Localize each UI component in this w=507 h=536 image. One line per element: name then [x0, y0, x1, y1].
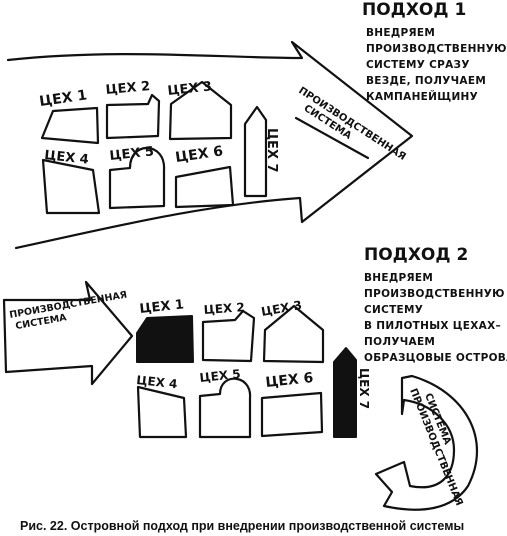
approach-2-group: ПРОИЗВОДСТВЕННАЯ СИСТЕМА ЦЕХ 1 ЦЕХ 2 ЦЕХ… — [2, 245, 507, 511]
svg-text:ПРОИЗВОДСТВЕННУЮ: ПРОИЗВОДСТВЕННУЮ — [364, 288, 505, 300]
svg-text:ВЕЗДЕ, ПОЛУЧАЕМ: ВЕЗДЕ, ПОЛУЧАЕМ — [366, 75, 486, 87]
approach-1-shop-6-label: ЦЕХ 6 — [174, 143, 224, 166]
svg-text:ПРОИЗВОДСТВЕННУЮ: ПРОИЗВОДСТВЕННУЮ — [366, 43, 507, 55]
approach-1-note: ВНЕДРЯЕМ ПРОИЗВОДСТВЕННУЮ СИСТЕМУ СРАЗУ … — [366, 27, 507, 103]
approach-2-title: ПОДХОД 2 — [364, 245, 468, 265]
approach-1-title: ПОДХОД 1 — [362, 0, 466, 20]
approach-2-shop-2-label: ЦЕХ 2 — [203, 300, 245, 317]
svg-text:ПРОИЗВОДСТВЕННАЯ: ПРОИЗВОДСТВЕННАЯ — [9, 289, 128, 321]
svg-text:СИСТЕМУ: СИСТЕМУ — [364, 304, 423, 316]
svg-text:ОБРАЗЦОВЫЕ ОСТРОВА: ОБРАЗЦОВЫЕ ОСТРОВА — [364, 352, 507, 364]
approach-1-arrow-inner-line — [294, 116, 370, 160]
approach-2-shop-5-label: ЦЕХ 5 — [199, 367, 241, 385]
figure-caption: Рис. 22. Островной подход при внедрении … — [20, 519, 464, 533]
approach-2-shop-4 — [136, 385, 188, 439]
svg-text:ПОЛУЧАЕМ: ПОЛУЧАЕМ — [364, 336, 435, 348]
approach-1-shop-4-label: ЦЕХ 4 — [44, 148, 90, 168]
approach-1-shop-7-label: ЦЕХ 7 — [264, 128, 279, 173]
approach-1-big-arrow — [6, 40, 414, 250]
approach-2-shop-2 — [201, 309, 256, 363]
approach-2-shop-4-label: ЦЕХ 4 — [136, 373, 178, 391]
approach-2-shop-6-label: ЦЕХ 6 — [265, 370, 314, 391]
approach-1-shop-3 — [168, 80, 233, 141]
approach-2-shop-1-pilot — [136, 315, 194, 363]
approach-1-shop-4 — [41, 158, 101, 215]
approach-2-shop-3 — [262, 304, 325, 364]
approach-1-shop-3-label: ЦЕХ 3 — [167, 79, 213, 99]
approach-1-shop-1-label: ЦЕХ 1 — [38, 87, 88, 110]
approach-1-group: ПРОИЗВОДСТВЕННАЯ СИСТЕМА ЦЕХ 1 ЦЕХ 2 ЦЕХ… — [6, 0, 507, 250]
approach-1-shop-1 — [40, 106, 100, 145]
svg-text:КАМПАНЕЙЩИНУ: КАМПАНЕЙЩИНУ — [366, 90, 478, 103]
approach-1-shop-6 — [174, 165, 235, 209]
approach-1-shop-5 — [108, 146, 166, 210]
svg-text:ВНЕДРЯЕМ: ВНЕДРЯЕМ — [366, 27, 435, 39]
approach-2-shop-5 — [198, 377, 252, 439]
approach-1-shop-2 — [105, 93, 161, 140]
approach-2-note: ВНЕДРЯЕМ ПРОИЗВОДСТВЕННУЮ СИСТЕМУ В ПИЛО… — [364, 272, 507, 364]
approach-2-shop-1-label: ЦЕХ 1 — [139, 297, 185, 317]
approach-2-shop-7-pilot — [333, 347, 357, 438]
approach-1-shop-2-label: ЦЕХ 2 — [105, 79, 151, 98]
svg-text:В ПИЛОТНЫХ ЦЕХАХ–: В ПИЛОТНЫХ ЦЕХАХ– — [364, 320, 501, 332]
approach-2-shop-7-label: ЦЕХ 7 — [357, 368, 371, 409]
approach-2-arrow — [2, 280, 134, 386]
approach-2-shop-6 — [260, 391, 324, 438]
approach-1-shop-7 — [243, 105, 268, 198]
svg-text:ВНЕДРЯЕМ: ВНЕДРЯЕМ — [364, 272, 433, 284]
svg-text:СИСТЕМУ СРАЗУ: СИСТЕМУ СРАЗУ — [366, 59, 470, 71]
approach-2-curved-arrow — [374, 374, 478, 511]
approach-1-shop-5-label: ЦЕХ 5 — [109, 144, 155, 164]
